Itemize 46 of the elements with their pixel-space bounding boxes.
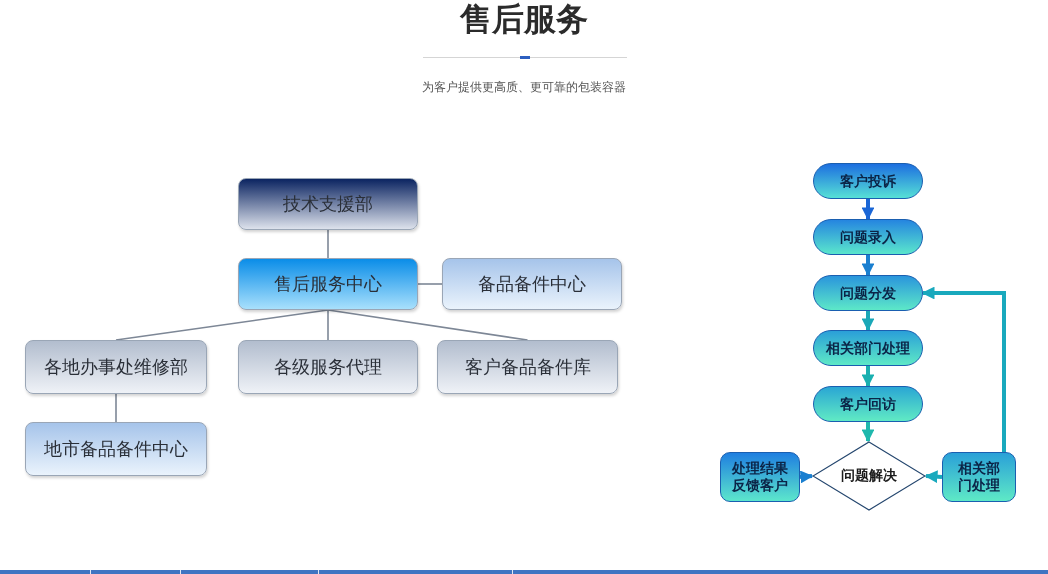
process-step bbox=[813, 275, 923, 311]
org-box bbox=[238, 258, 418, 310]
process-step bbox=[942, 452, 1016, 502]
org-box bbox=[238, 178, 418, 230]
process-step bbox=[813, 219, 923, 255]
arrow bbox=[861, 422, 875, 443]
org-box bbox=[25, 340, 207, 394]
node-label: 客户备品备件库 bbox=[464, 355, 591, 379]
connector-line bbox=[115, 309, 329, 341]
connector-line bbox=[327, 229, 329, 259]
node-label: 处理结果反馈客户 bbox=[731, 460, 789, 494]
arrow bbox=[861, 311, 875, 332]
connector-line bbox=[327, 309, 529, 341]
node-label: 备品备件中心 bbox=[478, 272, 586, 296]
org-box bbox=[437, 340, 618, 394]
process-step bbox=[813, 330, 923, 366]
arrow bbox=[861, 199, 875, 221]
node-label: 各地办事处维修部 bbox=[44, 355, 188, 379]
subtitle: 为客户提供更高质、更可靠的包装容器 bbox=[421, 79, 627, 96]
arrow bbox=[861, 366, 875, 388]
arrow bbox=[924, 470, 943, 484]
process-step bbox=[813, 386, 923, 422]
connector-line bbox=[115, 393, 117, 423]
connector-line bbox=[327, 309, 329, 341]
arrow bbox=[921, 286, 1006, 452]
node-label: 客户回访 bbox=[840, 395, 896, 413]
process-step bbox=[720, 452, 800, 502]
process-step bbox=[813, 163, 923, 199]
node-label: 地市备品备件中心 bbox=[44, 437, 188, 461]
node-label: 各级服务代理 bbox=[274, 355, 382, 379]
decision-diamond bbox=[812, 441, 926, 511]
node-label: 相关部门处理 bbox=[957, 460, 1001, 494]
node-label: 问题分发 bbox=[840, 284, 896, 302]
page-title: 售后服务 bbox=[459, 0, 589, 40]
node-label: 客户投诉 bbox=[840, 172, 896, 190]
arrow bbox=[861, 255, 875, 277]
node-label: 技术支援部 bbox=[283, 192, 373, 216]
connector-line bbox=[417, 283, 443, 285]
node-label: 问题录入 bbox=[840, 228, 896, 246]
org-box bbox=[442, 258, 622, 310]
org-box bbox=[25, 422, 207, 476]
arrow bbox=[799, 470, 814, 484]
org-box bbox=[238, 340, 418, 394]
node-label: 相关部门处理 bbox=[826, 339, 910, 357]
node-label: 售后服务中心 bbox=[274, 272, 382, 296]
node-label: 问题解决 bbox=[841, 467, 897, 485]
